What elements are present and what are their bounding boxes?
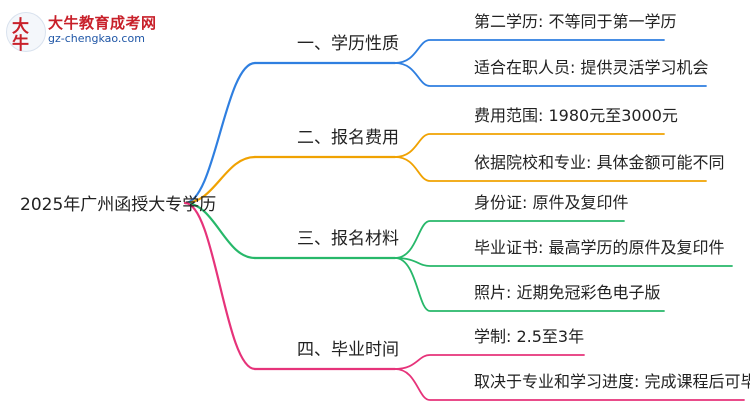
branch-connector	[183, 201, 257, 260]
leaf-connector	[394, 257, 733, 267]
leaf-label: 照片: 近期免冠彩色电子版	[474, 283, 661, 302]
logo-glyph: 大牛	[12, 17, 29, 54]
leaf-connector	[394, 133, 665, 158]
branch-label: 四、毕业时间	[297, 340, 399, 360]
leaf-label: 适合在职人员: 提供灵活学习机会	[474, 58, 709, 77]
leaf-connector	[394, 62, 707, 87]
leaf-connector	[394, 257, 665, 312]
leaf-label: 学制: 2.5至3年	[474, 327, 585, 346]
branch-label: 一、学历性质	[297, 34, 399, 54]
leaf-label: 取决于专业和学习进度: 完成课程后可毕业	[474, 372, 750, 391]
mindmap-root-label: 2025年广州函授大专学历	[20, 195, 217, 215]
logo-url[interactable]: gz-chengkao.com	[48, 32, 145, 45]
site-logo[interactable]: 大牛 大牛教育成考网 gz-chengkao.com	[6, 10, 176, 54]
branch-label: 二、报名费用	[297, 128, 399, 148]
leaf-connector	[394, 368, 745, 401]
logo-title: 大牛教育成考网	[48, 14, 157, 32]
leaf-label: 身份证: 原件及复印件	[474, 193, 629, 212]
leaf-label: 费用范围: 1980元至3000元	[474, 106, 678, 125]
leaf-label: 依据院校和专业: 具体金额可能不同	[474, 153, 725, 172]
branch-connector	[183, 61, 257, 205]
leaf-label: 毕业证书: 最高学历的原件及复印件	[474, 238, 725, 257]
leaf-label: 第二学历: 不等同于第一学历	[474, 12, 677, 31]
leaf-connector	[394, 39, 665, 64]
branch-connector	[183, 155, 257, 205]
logo-emblem-icon: 大牛	[6, 12, 46, 54]
leaf-connector	[394, 156, 707, 182]
leaf-connector	[394, 354, 585, 370]
leaf-connector	[394, 220, 625, 259]
branch-connector	[183, 201, 257, 371]
branch-label: 三、报名材料	[297, 229, 399, 249]
